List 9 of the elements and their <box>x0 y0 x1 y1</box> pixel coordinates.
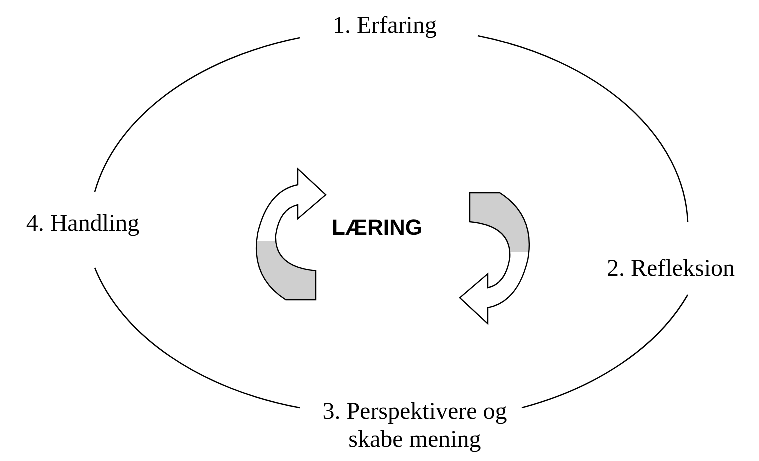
connector-arc <box>94 268 300 409</box>
connector-arc <box>522 294 689 409</box>
connector-arc <box>94 37 300 192</box>
stage-label: 3. Perspektivere og skabe mening <box>322 398 508 454</box>
stage-label: 4. Handling <box>26 210 140 238</box>
center-label: LÆRING <box>332 215 422 241</box>
stage-label: 1. Erfaring <box>333 12 437 40</box>
connector-arc <box>478 35 689 222</box>
stage-label: 2. Refleksion <box>607 255 735 283</box>
